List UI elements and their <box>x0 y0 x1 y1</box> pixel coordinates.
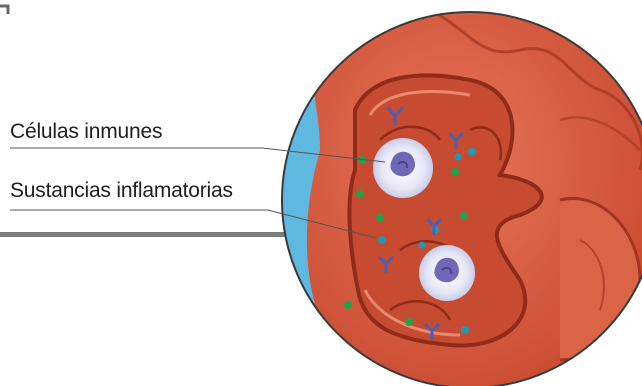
label-immune-cells: Células inmunes <box>10 121 162 142</box>
label-inflammatory-substances: Sustancias inflamatorias <box>10 180 233 201</box>
magnified-view <box>270 0 642 386</box>
corner-mark <box>0 6 8 14</box>
immune-cell-upper <box>373 138 433 198</box>
grey-divider-bar <box>0 232 300 237</box>
immune-cell-lower <box>419 245 475 301</box>
